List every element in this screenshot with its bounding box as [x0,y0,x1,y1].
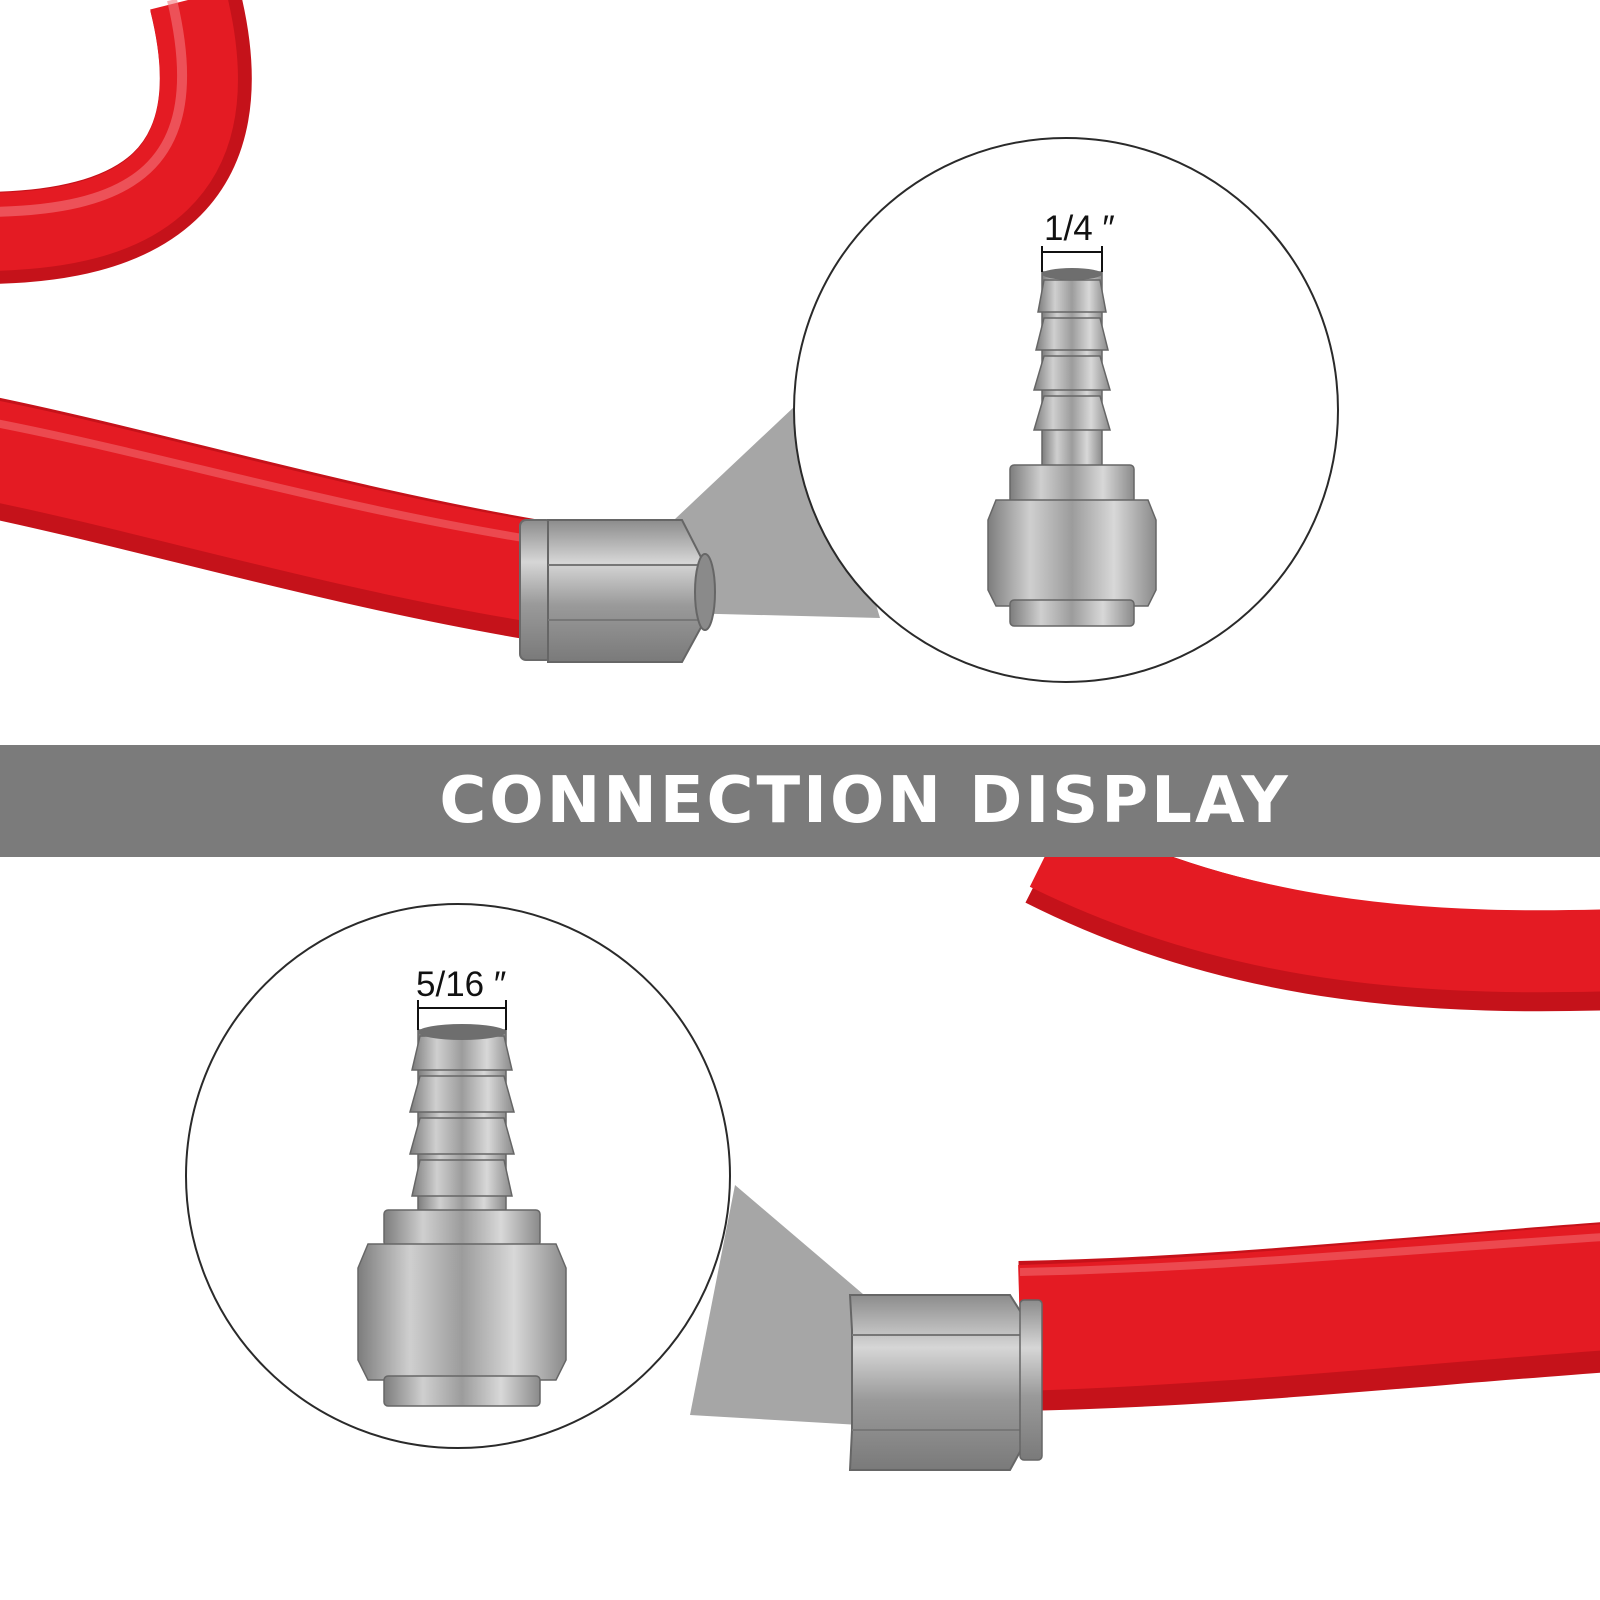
hose-upper-connection [0,397,546,640]
hose-lower-right [1025,813,1600,1012]
hose-top [0,0,252,284]
hex-nut-fitting-icon [848,1294,1043,1471]
callout-cone-lower [690,1185,870,1425]
dimension-marker-lower [417,1000,507,1030]
dimension-marker-upper [1041,246,1103,272]
barb-fitting-icon [357,1024,567,1407]
size-label-upper: 1/4 ″ [1044,209,1115,248]
section-banner: CONNECTION DISPLAY [0,745,1600,857]
banner-title: CONNECTION DISPLAY [439,764,1291,838]
size-label-lower: 5/16 ″ [416,965,506,1004]
hex-nut-fitting-icon [519,519,716,663]
hose-lower-connection [1018,1222,1600,1411]
barb-fitting-icon [987,268,1157,627]
